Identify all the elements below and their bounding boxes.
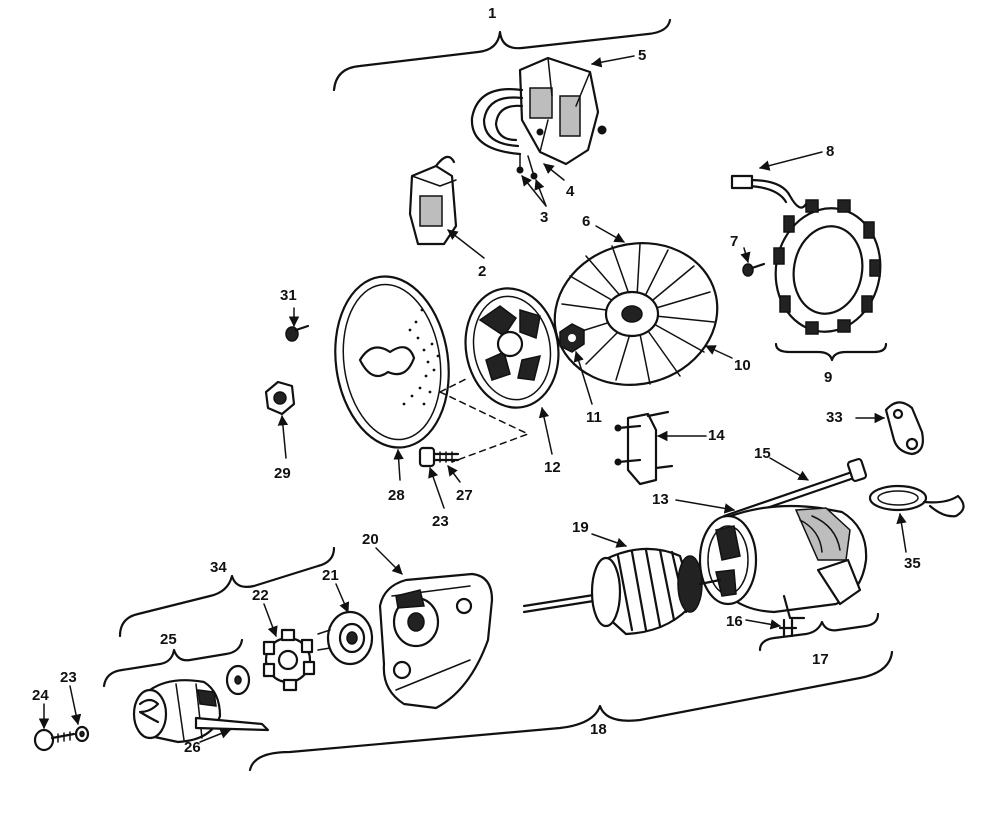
label-6: 6 [582, 213, 590, 230]
terminal-bracket-part-14 [614, 410, 674, 486]
stator-part-9 [773, 199, 882, 335]
label-21: 21 [322, 567, 339, 584]
label-17: 17 [812, 651, 829, 668]
label-9: 9 [824, 369, 832, 386]
label-35: 35 [904, 555, 921, 572]
brush-wires-part-3 [470, 88, 538, 180]
washer [225, 664, 251, 696]
hex-nut-part-29 [264, 380, 296, 416]
terminal-part-16 [778, 618, 798, 638]
label-16: 16 [726, 613, 743, 630]
clutch-part-21 [317, 610, 374, 666]
drive-assembly-part-25 [132, 679, 222, 744]
screw-part-27 [418, 446, 460, 468]
label-28: 28 [388, 487, 405, 504]
armature-part-19 [522, 547, 722, 636]
label-23-lower: 23 [60, 669, 77, 686]
label-11: 11 [586, 409, 602, 426]
washer-part-23 [74, 725, 90, 743]
pin-part-26 [194, 716, 270, 732]
nut-part-11 [559, 323, 585, 353]
clip-part-2 [408, 155, 458, 246]
label-12: 12 [544, 459, 561, 476]
field-frame-part-13 [698, 504, 868, 620]
spring-clip-part-35 [868, 484, 965, 518]
label-10: 10 [734, 357, 751, 374]
drive-housing-part-20 [378, 572, 494, 710]
screw-part-31 [285, 324, 310, 342]
label-33: 33 [826, 409, 843, 426]
label-7: 7 [730, 233, 738, 250]
label-20: 20 [362, 531, 379, 548]
label-25: 25 [160, 631, 177, 648]
bracket-25 [102, 638, 244, 688]
part-number-labels: 1 5 8 4 3 6 7 2 31 10 9 11 33 14 15 12 2… [32, 5, 921, 756]
hub-plate-part-12 [464, 287, 560, 409]
label-15: 15 [754, 445, 771, 462]
screw-part-24 [33, 728, 76, 752]
cover-plate-part-28 [334, 275, 450, 449]
label-18: 18 [590, 721, 607, 738]
bracket-18 [248, 650, 894, 772]
screw-part-7 [742, 262, 766, 277]
bracket-9 [774, 342, 888, 362]
lead-wire-part-8 [730, 174, 808, 209]
label-5: 5 [638, 47, 646, 64]
label-22: 22 [252, 587, 269, 604]
label-4: 4 [566, 183, 575, 200]
label-26: 26 [184, 739, 201, 756]
label-24: 24 [32, 687, 49, 704]
label-13: 13 [652, 491, 669, 508]
label-8: 8 [826, 143, 834, 160]
label-2: 2 [478, 263, 486, 280]
label-14: 14 [708, 427, 725, 444]
brush-holder-part-5 [518, 56, 607, 166]
label-27: 27 [456, 487, 473, 504]
flywheel-fan-part-6 [553, 242, 719, 386]
label-23-upper: 23 [432, 513, 449, 530]
bracket-1 [332, 18, 672, 92]
label-3: 3 [540, 209, 548, 226]
label-29: 29 [274, 465, 291, 482]
label-34: 34 [210, 559, 227, 576]
bracket-17 [758, 612, 880, 652]
through-bolt-part-15 [722, 458, 868, 524]
alignment-dashes [439, 377, 529, 463]
label-1: 1 [488, 5, 496, 22]
gasket-part-33 [884, 401, 924, 456]
label-31: 31 [280, 287, 297, 304]
leader-lines [38, 55, 907, 743]
bracket-34 [118, 546, 336, 638]
label-19: 19 [572, 519, 589, 536]
pinion-gear-part-22 [262, 628, 316, 692]
